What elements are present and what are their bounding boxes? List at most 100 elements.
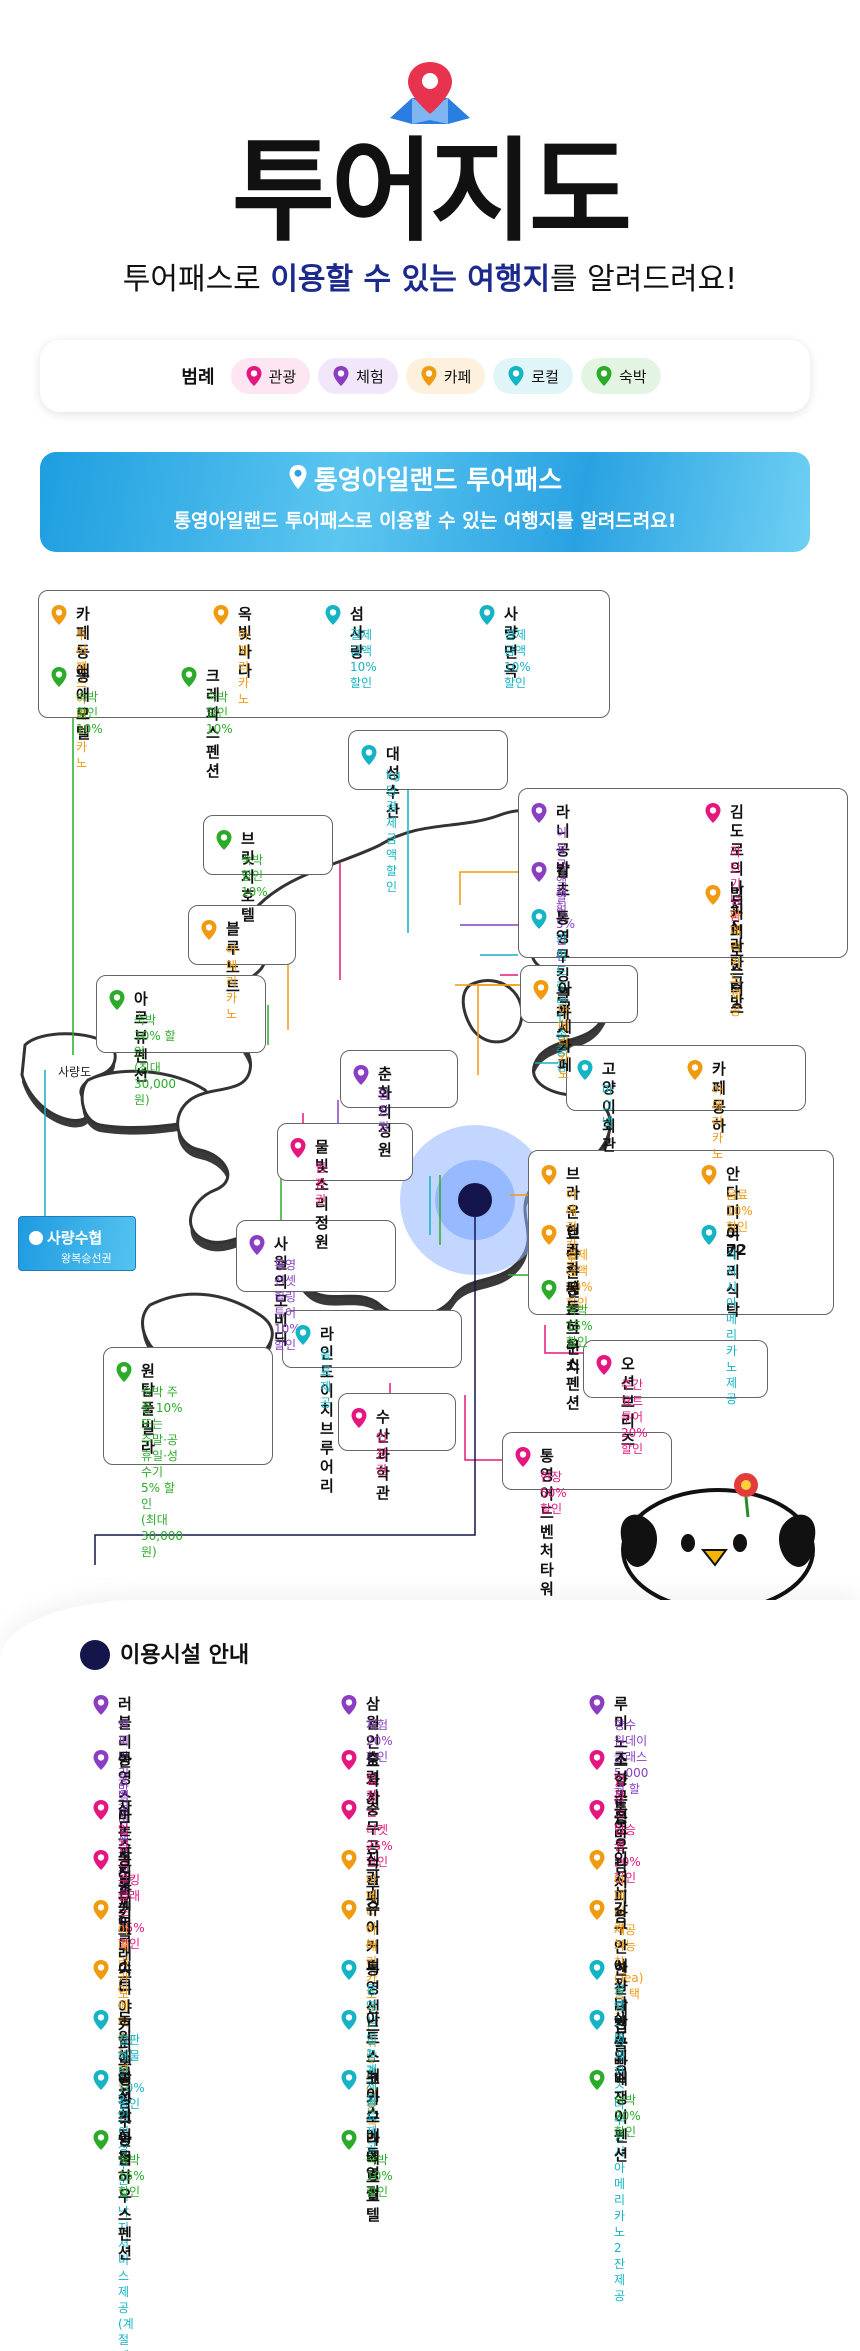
place-desc: 숙박할인 10% [76,690,103,736]
place-desc: 아메리카노 또는 휘낭시에 중 택1 [366,1923,378,2145]
place-name: 영성횟집 [118,2070,132,2145]
place-desc: 아메리카노 [238,628,250,706]
saryang-port[interactable]: 사량수협 왕복승선권 [18,1216,136,1271]
arseh-box [520,965,638,1023]
place-name: 통영쿠킹클래스 [118,1850,132,1982]
place-desc: 입장권 [366,1773,378,1819]
place-desc: 향수 원데이클래스 5,000원 할인 [614,1718,649,1812]
place-name: 통영스마트사진관 [118,1750,132,1901]
legend-pin-icon [245,365,263,387]
place-desc: 동백이 굿즈 [118,1773,130,1851]
place-name: 라니공방 [556,803,570,878]
place-desc: 체험 5% 할인 [556,885,576,963]
legend-chip-label: 숙박 [618,367,647,386]
raindo-box [282,1310,462,1368]
place-desc: 입장권 [378,1088,390,1134]
place-desc: 아메리카노 [226,943,238,1021]
banner-pin-icon [288,464,308,499]
daesung-box [348,730,508,790]
banner-title: 통영아일랜드 투어패스 [40,464,810,499]
place-name: 유어커피 [366,1900,380,1975]
place-name: 통영샌드 [366,1960,380,2035]
place-name: 쉐프의 집 [614,2010,628,2085]
saryangdo-label: 사량도 [58,1065,92,1079]
page-title: 투어지도 [231,127,632,257]
place-name: 몽돌하우스 펜션 [566,1280,580,1412]
place-name: 아르뷰펜션 [134,990,148,1084]
place-desc: 입장권 [366,2033,378,2079]
place-name: 카페몽하 [712,1060,726,1135]
legend-chip-label: 관광 [268,367,297,386]
place-name: 브라운핸즈 브런치 [566,1225,580,1376]
place-name: 블루노트 [226,920,240,995]
place-desc: 주간 요트 투어 20% 할인 [621,1378,648,1456]
legend-chip-label: 체험 [356,367,384,386]
legend-label: 범례 [181,367,215,388]
place-name: 진카페 [366,1850,380,1906]
place-name: 통영쿠킹클래스 [556,909,570,1041]
place-name: 브라운핸즈 카페 [566,1165,580,1297]
port-title: 사량수협 [29,1227,102,1248]
map-pin-logo-icon [382,58,478,128]
place-name: 이태리식탁 [726,1225,740,1319]
place-desc: 마그넷 [602,1083,614,1129]
place-desc: 숙박 20% 할인 [614,2093,641,2139]
place-name: 인서피랑 [614,1850,628,1925]
port-pin-icon [29,1230,43,1245]
legend-chip: 카페 [405,358,486,394]
place-name: 아르세카페 [558,980,572,1074]
place-desc: 꿀빵 1개 [614,1983,626,2045]
place-desc: 철판 해물탕 10% 할인 [118,2033,145,2111]
place-name: 섬사랑 [350,605,364,661]
place-desc: 숙박 15% 할인 [118,2153,145,2199]
place-desc: 통영샌드 1개 제공 [366,1983,378,2109]
place-desc: 탑승권 20% 할인 [614,1823,641,1885]
place-name: 옥빛바다 [238,605,252,680]
wontop-box [103,1347,273,1465]
place-desc: 숙박할인 10% [206,690,233,736]
place-name: 라베르호텔 [366,2130,380,2224]
place-desc: 티켓 25% 할인 [366,1823,393,1869]
tower-box [502,1432,672,1490]
place-desc: 숙박 10% 할인 [366,2153,393,2199]
subtitle-highlight: 이용할 수 있는 여행지 [270,262,551,297]
seagull-mascot [608,1455,828,1612]
legend-chip: 체험 [318,358,398,394]
place-name: 브릿지호텔 [241,830,255,924]
place-desc: 통영 선셋힐링투어 10% 할인 [274,1258,301,1352]
place-desc: 입장권 [376,1431,388,1477]
place-name: 러블리안 [118,1695,132,1770]
place-desc: 숙박 10% 할인 (최대 30,000원) [134,1013,176,1107]
facility-title: 이용시설 안내 [120,1643,250,1668]
place-name: 대성수산 [386,745,400,820]
place-desc: 아메리카노 [558,1003,570,1081]
saweol-box [236,1220,396,1292]
place-name: 충렬사 [366,1750,380,1806]
susan-box [338,1393,456,1451]
center-marker [458,1183,492,1217]
place-desc: 음료 제공 [366,2093,378,2155]
place-desc: 아메리카노 제공 [730,908,742,1018]
place-name: 캄초 [556,862,570,899]
place-desc: 아메리카노 [366,1873,378,1951]
arview-box [96,975,266,1053]
place-name: 이디야커피 통영강구안점 [118,1960,132,2168]
place-desc: 커피박기방걸이 채색체험 [118,1718,130,1892]
place-name: 커피니스트 [118,1900,132,1994]
place-desc: 결제금액 10%할인 [504,628,531,690]
place-desc: 아메리카노 [566,1188,578,1266]
place-name: 사량면옥 [504,605,518,680]
place-desc: 쿠킹클래스 25%할인 [118,1873,145,1951]
banner-subtitle: 통영아일랜드 투어패스로 이용할 수 있는 여행지를 알려드려요! [173,510,677,532]
place-name: 조선군선 [614,1750,628,1825]
place-name: 루미노소 향수공방 [614,1695,628,1846]
goyang-box [566,1045,806,1111]
place-desc: 멍게파스타 주문 시 아메리카노 2잔 제공 [614,2033,626,2303]
place-name: 원탑풀빌라 [141,1362,155,1456]
place-name: 아트스페이스 [366,2010,380,2123]
place-desc: 체험 20% 할인 [366,1718,393,1764]
place-desc: 입장권 [614,1773,626,1819]
